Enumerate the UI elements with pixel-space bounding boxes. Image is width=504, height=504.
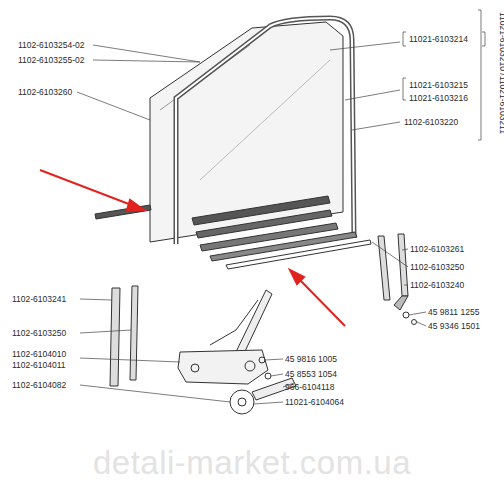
part-number: 45 9811 1255 <box>428 307 479 317</box>
part-number: 11021-6103214 <box>409 34 468 44</box>
part-number: 1102-6103241 <box>12 294 66 304</box>
part-number: 1102-6103220 <box>404 117 458 127</box>
part-number: 11021-6103216 <box>409 93 468 103</box>
part-number: 1102-6103260 <box>18 87 72 97</box>
watermark: detali-market.com.ua <box>93 444 411 482</box>
part-number: 1102-6103250 <box>12 328 66 338</box>
part-number: 11021-6103215 <box>409 80 468 90</box>
part-number: 966-6104118 <box>285 382 334 392</box>
part-number: 1102-6103255-02 <box>18 55 85 65</box>
part-number: 45 9346 1501 <box>428 321 480 331</box>
part-number: 45 8553 1054 <box>285 369 337 379</box>
part-number: 1102-6103250 <box>410 262 464 272</box>
part-number: 11021-6103210 /11021-6103211 <box>498 12 504 134</box>
part-number: 1102-6103261 <box>410 244 464 254</box>
part-number: 1102-6104011 <box>12 360 66 370</box>
part-number: 1102-6104082 <box>12 380 66 390</box>
part-number: 45 9816 1005 <box>285 354 337 364</box>
part-number: 1102-6103240 <box>410 280 464 290</box>
part-number: 1102-6103254-02 <box>18 40 85 50</box>
part-number: 1102-6104010 <box>12 349 66 359</box>
part-number: 11021-6104064 <box>285 397 344 407</box>
